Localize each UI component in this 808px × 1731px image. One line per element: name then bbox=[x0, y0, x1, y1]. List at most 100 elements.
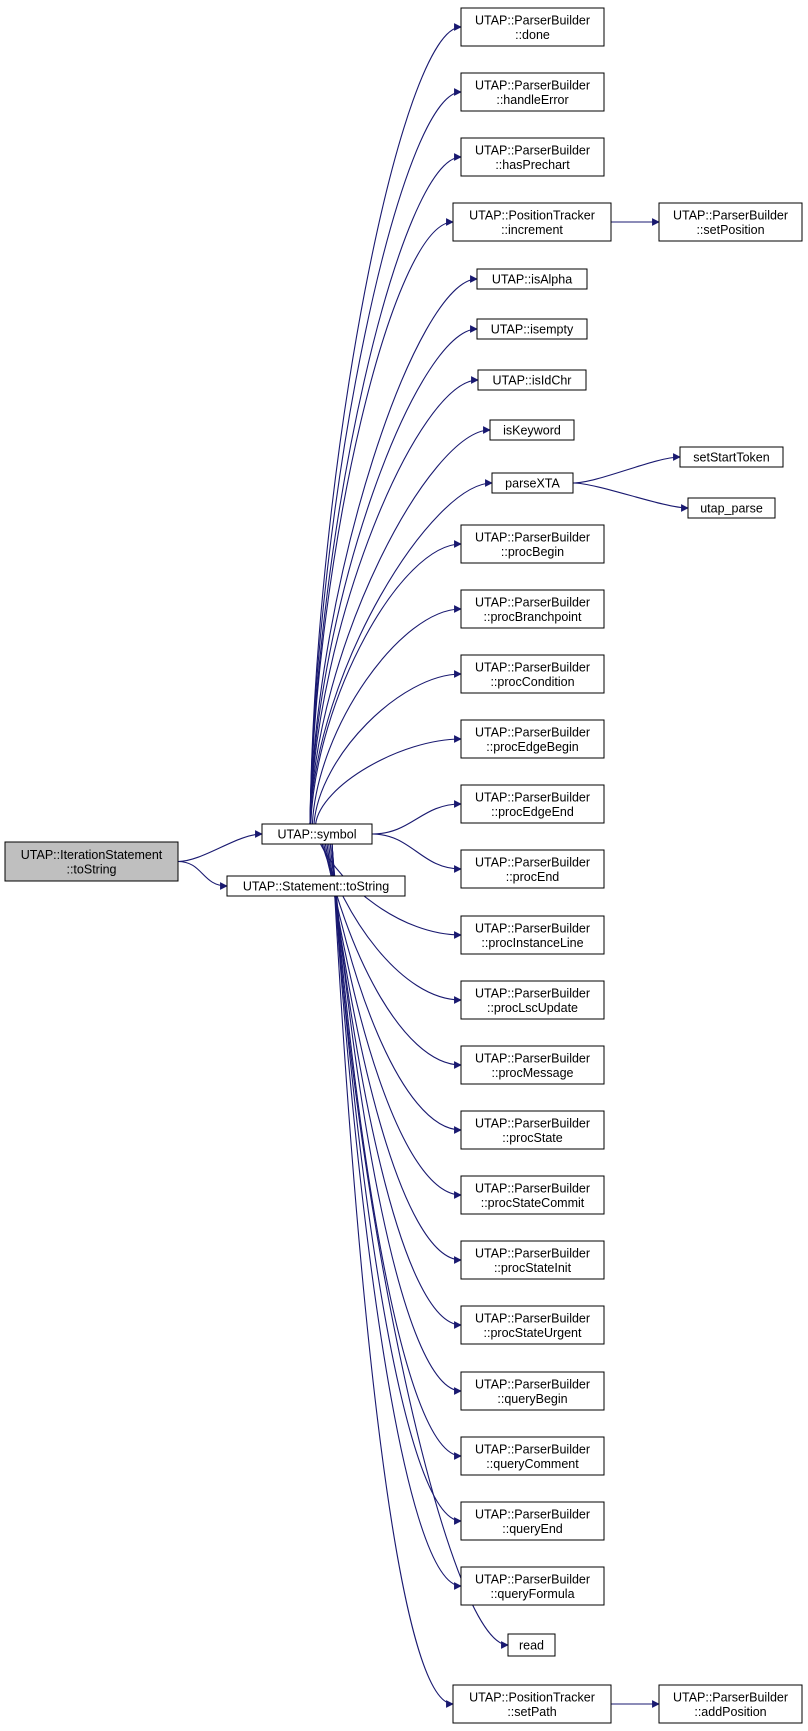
node-label: ::setPath bbox=[507, 1705, 556, 1719]
node-done[interactable]: UTAP::ParserBuilder::done bbox=[460, 7, 605, 47]
node-label: ::increment bbox=[501, 223, 563, 237]
node-isalpha[interactable]: UTAP::isAlpha bbox=[476, 268, 588, 290]
node-box bbox=[452, 1684, 612, 1724]
node-label: ::procCondition bbox=[490, 675, 574, 689]
node-box bbox=[491, 472, 574, 494]
edge-symbol-to-queryEnd bbox=[331, 843, 462, 1525]
node-utap-parse[interactable]: utap_parse bbox=[687, 497, 776, 519]
node-label: setStartToken bbox=[693, 451, 769, 465]
edge-symbol-to-procBranchpoint bbox=[311, 605, 462, 825]
node-label: UTAP::ParserBuilder bbox=[673, 1690, 788, 1704]
node-procstatecommit[interactable]: UTAP::ParserBuilder::procStateCommit bbox=[460, 1175, 605, 1215]
node-symbol[interactable]: UTAP::symbol bbox=[261, 823, 373, 845]
node-setpath[interactable]: UTAP::PositionTracker::setPath bbox=[452, 1684, 612, 1724]
node-box bbox=[226, 875, 406, 897]
node-box bbox=[687, 497, 776, 519]
node-label: parseXTA bbox=[505, 477, 560, 491]
node-box bbox=[476, 268, 588, 290]
edge-symbol-to-parseXTA bbox=[309, 479, 493, 825]
node-label: ::procStateInit bbox=[494, 1261, 572, 1275]
node-root[interactable]: UTAP::IterationStatement::toString bbox=[4, 841, 179, 882]
node-box bbox=[460, 1240, 605, 1280]
node-procstate[interactable]: UTAP::ParserBuilder::procState bbox=[460, 1110, 605, 1150]
edges-layer bbox=[177, 23, 689, 1708]
node-label: ::procStateCommit bbox=[481, 1196, 585, 1210]
node-box bbox=[460, 1305, 605, 1345]
node-label: isKeyword bbox=[503, 424, 561, 438]
node-box bbox=[460, 1501, 605, 1541]
node-label: ::done bbox=[515, 28, 550, 42]
node-proccondition[interactable]: UTAP::ParserBuilder::procCondition bbox=[460, 654, 605, 694]
node-proclscupdate[interactable]: UTAP::ParserBuilder::procLscUpdate bbox=[460, 980, 605, 1020]
node-increment[interactable]: UTAP::PositionTracker::increment bbox=[452, 202, 612, 242]
node-procend[interactable]: UTAP::ParserBuilder::procEnd bbox=[460, 849, 605, 889]
node-procinstanceline[interactable]: UTAP::ParserBuilder::procInstanceLine bbox=[460, 915, 605, 955]
node-label: ::procMessage bbox=[492, 1066, 574, 1080]
node-box bbox=[476, 318, 588, 340]
node-box bbox=[679, 446, 784, 468]
node-box bbox=[460, 1110, 605, 1150]
node-box bbox=[507, 1633, 556, 1657]
node-box bbox=[460, 7, 605, 47]
node-label: ::procLscUpdate bbox=[487, 1001, 578, 1015]
node-label: UTAP::ParserBuilder bbox=[475, 1051, 590, 1065]
node-label: UTAP::isempty bbox=[491, 323, 574, 337]
node-iskeyword[interactable]: isKeyword bbox=[489, 419, 575, 441]
node-querybegin[interactable]: UTAP::ParserBuilder::queryBegin bbox=[460, 1371, 605, 1411]
edge-symbol-to-procEnd bbox=[371, 833, 462, 873]
node-box bbox=[460, 1436, 605, 1476]
node-procedgeend[interactable]: UTAP::ParserBuilder::procEdgeEnd bbox=[460, 784, 605, 824]
node-procstateurgent[interactable]: UTAP::ParserBuilder::procStateUrgent bbox=[460, 1305, 605, 1345]
node-queryformula[interactable]: UTAP::ParserBuilder::queryFormula bbox=[460, 1566, 605, 1606]
edge-symbol-to-setPath bbox=[331, 843, 454, 1708]
edge-symbol-to-queryComment bbox=[331, 843, 462, 1460]
node-label: utap_parse bbox=[700, 502, 763, 516]
node-setposition[interactable]: UTAP::ParserBuilder::setPosition bbox=[658, 202, 803, 242]
node-box bbox=[489, 419, 575, 441]
node-setstarttoken[interactable]: setStartToken bbox=[679, 446, 784, 468]
node-procstateinit[interactable]: UTAP::ParserBuilder::procStateInit bbox=[460, 1240, 605, 1280]
node-label: UTAP::ParserBuilder bbox=[475, 986, 590, 1000]
node-label: UTAP::ParserBuilder bbox=[475, 1181, 590, 1195]
node-label: UTAP::isAlpha bbox=[492, 273, 572, 287]
edge-symbol-to-isAlpha bbox=[309, 275, 478, 825]
node-box bbox=[460, 980, 605, 1020]
node-procbranchpoint[interactable]: UTAP::ParserBuilder::procBranchpoint bbox=[460, 589, 605, 629]
node-label: UTAP::Statement::toString bbox=[243, 880, 389, 894]
node-label: UTAP::ParserBuilder bbox=[475, 921, 590, 935]
node-label: ::procEnd bbox=[506, 870, 560, 884]
node-read[interactable]: read bbox=[507, 1633, 556, 1657]
node-label: ::procState bbox=[502, 1131, 562, 1145]
node-box bbox=[460, 72, 605, 112]
edge-symbol-to-procCondition bbox=[313, 670, 462, 825]
node-hasprechart[interactable]: UTAP::ParserBuilder::hasPrechart bbox=[460, 137, 605, 177]
node-label: ::procStateUrgent bbox=[484, 1326, 582, 1340]
node-isempty[interactable]: UTAP::isempty bbox=[476, 318, 588, 340]
node-isidchr[interactable]: UTAP::isIdChr bbox=[477, 369, 587, 391]
node-box bbox=[658, 1684, 803, 1724]
node-label: UTAP::ParserBuilder bbox=[475, 1116, 590, 1130]
node-procmessage[interactable]: UTAP::ParserBuilder::procMessage bbox=[460, 1045, 605, 1085]
node-box bbox=[460, 1566, 605, 1606]
edge-symbol-to-isIdChr bbox=[309, 376, 479, 825]
node-label: ::toString bbox=[66, 862, 116, 876]
node-stmt[interactable]: UTAP::Statement::toString bbox=[226, 875, 406, 897]
node-box bbox=[460, 719, 605, 759]
node-queryend[interactable]: UTAP::ParserBuilder::queryEnd bbox=[460, 1501, 605, 1541]
node-box bbox=[460, 1045, 605, 1085]
node-addposition[interactable]: UTAP::ParserBuilder::addPosition bbox=[658, 1684, 803, 1724]
node-procedgebegin[interactable]: UTAP::ParserBuilder::procEdgeBegin bbox=[460, 719, 605, 759]
node-label: ::procBegin bbox=[501, 545, 564, 559]
node-box bbox=[460, 915, 605, 955]
node-label: UTAP::ParserBuilder bbox=[475, 725, 590, 739]
node-parsexta[interactable]: parseXTA bbox=[491, 472, 574, 494]
edge-symbol-to-isKeyword bbox=[309, 426, 491, 825]
edge-symbol-to-procStateUrgent bbox=[329, 843, 462, 1329]
node-procbegin[interactable]: UTAP::ParserBuilder::procBegin bbox=[460, 524, 605, 564]
edge-root-to-symbol bbox=[177, 830, 263, 863]
node-querycomment[interactable]: UTAP::ParserBuilder::queryComment bbox=[460, 1436, 605, 1476]
node-handleerror[interactable]: UTAP::ParserBuilder::handleError bbox=[460, 72, 605, 112]
node-label: UTAP::ParserBuilder bbox=[475, 1311, 590, 1325]
node-label: ::setPosition bbox=[696, 223, 764, 237]
